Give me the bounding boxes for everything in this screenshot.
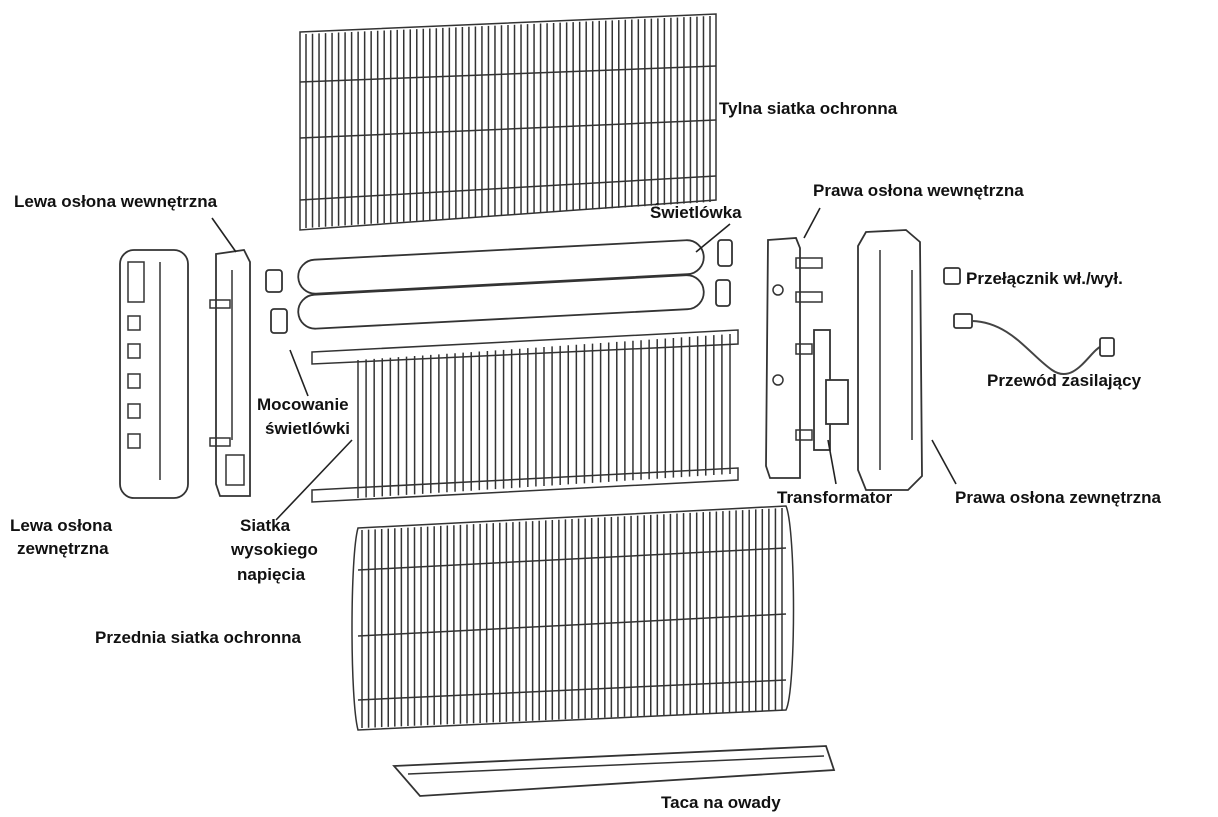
label-left-outer-cover-1: Lewa osłona: [10, 516, 113, 535]
leader-lines: [211, 207, 957, 521]
front-guard-bars: [361, 508, 783, 728]
fluorescent-tubes: [297, 239, 733, 330]
label-switch: Przełącznik wł./wył.: [966, 269, 1123, 288]
high-voltage-grid: [311, 329, 739, 503]
label-hv-grid-2: wysokiego: [230, 540, 318, 559]
label-power-cord: Przewód zasilający: [987, 371, 1142, 390]
front-guard-grid: [351, 505, 795, 731]
switch-part: [943, 267, 961, 285]
label-tube-holder-2: świetlówki: [265, 419, 350, 438]
label-insect-tray: Taca na owady: [661, 793, 781, 812]
tube-holders-left: [265, 269, 288, 334]
label-hv-grid-3: napięcia: [237, 565, 306, 584]
label-transformer: Transformator: [777, 488, 893, 507]
insect-tray: [392, 745, 836, 797]
label-front-guard: Przednia siatka ochronna: [95, 628, 301, 647]
left-inner-cover: [209, 249, 251, 497]
right-inner-cover: [765, 237, 823, 479]
left-outer-cover: [119, 249, 189, 499]
label-tube-holder-1: Mocowanie: [257, 395, 349, 414]
label-right-inner-cover: Prawa osłona wewnętrzna: [813, 181, 1024, 200]
rear-guard-bars: [305, 16, 711, 228]
label-rear-guard: Tylna siatka ochronna: [719, 99, 898, 118]
hv-grid-bars: [357, 334, 731, 498]
right-outer-cover: [857, 229, 923, 491]
label-hv-grid-1: Siatka: [240, 516, 291, 535]
label-tube: Świetlówka: [650, 203, 742, 222]
rear-guard-grid: [299, 13, 717, 231]
transformer: [813, 329, 849, 451]
power-cord: [953, 313, 1115, 375]
label-left-outer-cover-2: zewnętrzna: [17, 539, 109, 558]
label-right-outer-cover: Prawa osłona zewnętrzna: [955, 488, 1161, 507]
label-left-inner-cover: Lewa osłona wewnętrzna: [14, 192, 218, 211]
